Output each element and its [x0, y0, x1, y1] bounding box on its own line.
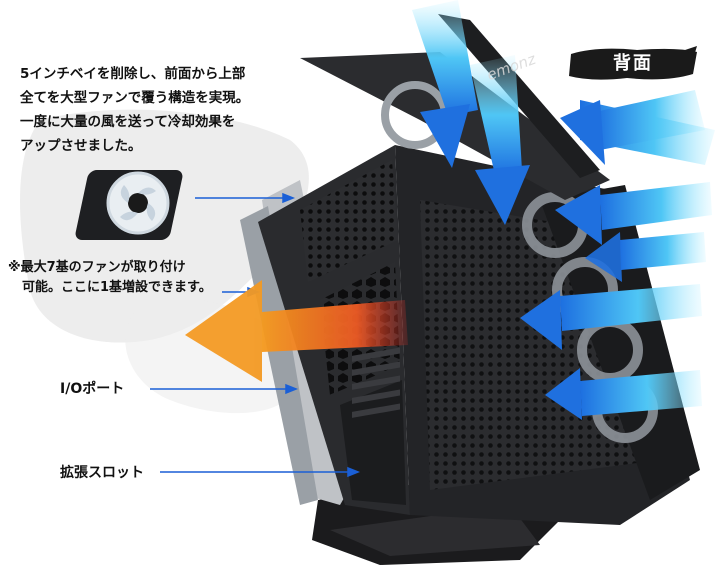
intro-line: 5インチベイを削除し、前面から上部	[20, 66, 246, 82]
fan-capacity-note: ※最大7基のファンが取り付け 可能。ここに1基増設できます。	[8, 258, 248, 298]
intro-line: 一度に大量の風を送って冷却効果を	[20, 114, 236, 130]
fan-product-icon	[75, 170, 183, 240]
intro-line: 全てを大型ファンで覆う構造を実現。	[20, 90, 250, 106]
brush-stroke-icon	[569, 46, 697, 80]
intro-description: 5インチベイを削除し、前面から上部 全てを大型ファンで覆う構造を実現。 一度に大…	[20, 62, 310, 158]
intake-arrows-top	[412, 0, 530, 225]
io-port-label: I/Oポート	[60, 381, 125, 397]
badge-label: 背面	[613, 53, 653, 74]
note-line: ※最大7基のファンが取り付け	[8, 260, 186, 275]
expansion-slot-covers	[352, 347, 400, 418]
exhaust-arrow	[185, 280, 408, 382]
rear-view-badge: 背面	[567, 44, 699, 84]
expansion-slot-label: 拡張スロット	[60, 465, 144, 481]
note-line: 可能。ここに1基増設できます。	[22, 280, 212, 295]
intro-line: アップさせました。	[20, 138, 142, 154]
intake-arrows-side	[520, 90, 715, 420]
